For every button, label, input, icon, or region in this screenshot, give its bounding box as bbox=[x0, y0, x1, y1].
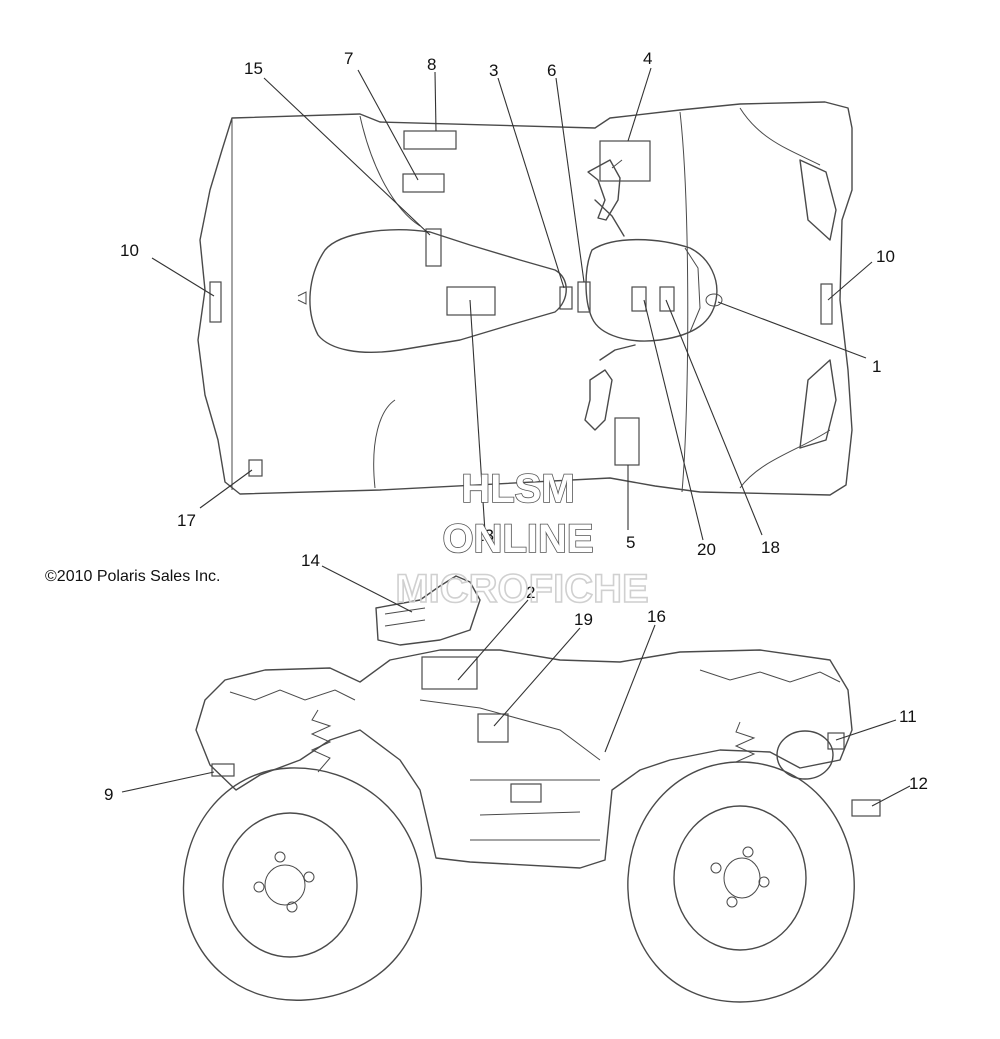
watermark-line-1: HLSM bbox=[461, 467, 574, 511]
callout-14: 14 bbox=[301, 551, 320, 570]
rear-wheel bbox=[182, 767, 422, 1001]
callout-3: 3 bbox=[489, 61, 498, 80]
front-wheel bbox=[627, 761, 855, 1003]
callout-4: 4 bbox=[643, 49, 652, 68]
callout-8: 8 bbox=[427, 55, 436, 74]
callout-20: 20 bbox=[697, 540, 716, 559]
callout-1: 1 bbox=[872, 357, 881, 376]
top-view-callouts: 15 7 8 3 6 4 10 10 1 17 13 5 20 18 bbox=[120, 49, 895, 559]
atv-side-view bbox=[182, 575, 881, 1003]
seat-outline bbox=[309, 229, 567, 353]
callout-5: 5 bbox=[626, 533, 635, 552]
callout-7: 7 bbox=[344, 49, 353, 68]
atv-top-view bbox=[197, 101, 853, 496]
callout-19: 19 bbox=[574, 610, 593, 629]
callout-15: 15 bbox=[244, 59, 263, 78]
side-body-outline bbox=[195, 649, 853, 869]
callout-16: 16 bbox=[647, 607, 666, 626]
callout-10-left: 10 bbox=[120, 241, 139, 260]
watermark-line-2: ONLINE bbox=[442, 517, 593, 561]
copyright-notice: ©2010 Polaris Sales Inc. bbox=[45, 568, 220, 585]
rear-fender-outline bbox=[197, 101, 853, 496]
callout-11: 11 bbox=[899, 707, 917, 726]
callout-17: 17 bbox=[177, 511, 196, 530]
top-view-leaders bbox=[151, 67, 873, 541]
callout-12: 12 bbox=[909, 774, 928, 793]
callout-9: 9 bbox=[104, 785, 113, 804]
callout-13: 13 bbox=[475, 526, 494, 545]
watermark: HLSM ONLINE MICROFICHE bbox=[395, 466, 650, 612]
callout-18: 18 bbox=[761, 538, 780, 557]
callout-6: 6 bbox=[547, 61, 556, 80]
side-view-callouts: 14 2 19 16 11 9 12 bbox=[104, 551, 928, 804]
side-view-leaders bbox=[121, 565, 911, 807]
watermark-line-3: MICROFICHE bbox=[395, 567, 648, 611]
callout-2: 2 bbox=[526, 583, 535, 602]
tank-outline bbox=[585, 238, 718, 342]
callout-10-right: 10 bbox=[876, 247, 895, 266]
